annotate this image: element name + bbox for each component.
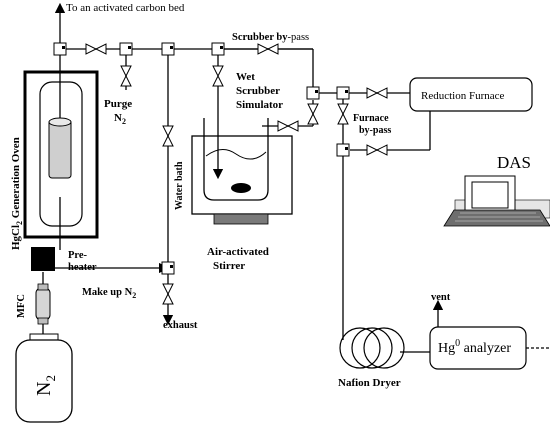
- valve-scrubber-down: [307, 103, 319, 125]
- oven-tube: [39, 81, 83, 227]
- stirrer-plate: [213, 213, 269, 225]
- valve-furnace-down: [337, 103, 349, 125]
- nafion-dryer: [339, 327, 405, 369]
- preheater-label-2: heater: [68, 262, 97, 273]
- makeup-label: Make up N2: [82, 287, 136, 300]
- valve-bypass: [257, 43, 279, 55]
- valve-furnace-in: [366, 87, 388, 99]
- water-bath: [191, 118, 293, 225]
- liquid-surface: [205, 149, 267, 160]
- mfc-label: MFC: [16, 294, 27, 318]
- generation-oven: [23, 70, 99, 239]
- nafion-label: Nafion Dryer: [338, 377, 401, 389]
- oven-outer: [23, 70, 99, 239]
- das-label: DAS: [497, 153, 531, 172]
- wet-label-2: Scrubber: [236, 85, 280, 97]
- n2-cylinder: [15, 333, 73, 423]
- mfc-device: [35, 283, 51, 325]
- wet-label-3: Simulator: [236, 99, 283, 111]
- permeation-cell: [48, 119, 72, 179]
- purge-label: Purge: [104, 98, 132, 110]
- wet-label-1: Wet: [236, 71, 255, 83]
- scrubber-bypass-label: Scrubber by-pass: [232, 32, 309, 43]
- reduction-furnace-box: [409, 77, 533, 112]
- preheater-label-1: Pre-: [68, 250, 88, 261]
- valve-scrubber-out: [277, 120, 299, 132]
- stir-bar: [231, 183, 251, 193]
- vent-label: vent: [431, 292, 451, 303]
- analyzer-label: Hg0 analyzer: [438, 338, 511, 356]
- cylinder-n2-label: N2: [33, 375, 58, 396]
- furnace-bypass-label-2: by-pass: [359, 125, 391, 136]
- air-stirrer-label-1: Air-activated: [207, 246, 269, 258]
- valves: [85, 43, 388, 305]
- water-bath-label: Water bath: [174, 161, 185, 210]
- air-stirrer-label-2: Stirrer: [213, 260, 245, 272]
- purge-n2-label: N2: [114, 112, 126, 126]
- scrubber-flask: [203, 118, 269, 201]
- carbon-bed-label: To an activated carbon bed: [66, 2, 185, 14]
- bath-vessel: [191, 135, 293, 215]
- valve-furnace-bypass: [366, 144, 388, 156]
- hg-analyzer-box: [429, 326, 527, 370]
- furnace-bypass-label-1: Furnace: [353, 113, 389, 124]
- das-keyboard: [443, 209, 550, 227]
- preheater-block: [31, 247, 55, 271]
- valve-scrubber-in: [212, 65, 224, 87]
- valve-exhaust: [162, 283, 174, 305]
- fitting-marks: [62, 46, 348, 268]
- exhaust-label: exhaust: [163, 320, 198, 331]
- valve-purge: [120, 65, 132, 87]
- reduction-furnace-label: Reduction Furnace: [421, 90, 505, 102]
- valve-bath: [162, 125, 174, 147]
- oven-label: HgCl2 Generation Oven: [10, 137, 24, 250]
- valve-1: [85, 43, 107, 55]
